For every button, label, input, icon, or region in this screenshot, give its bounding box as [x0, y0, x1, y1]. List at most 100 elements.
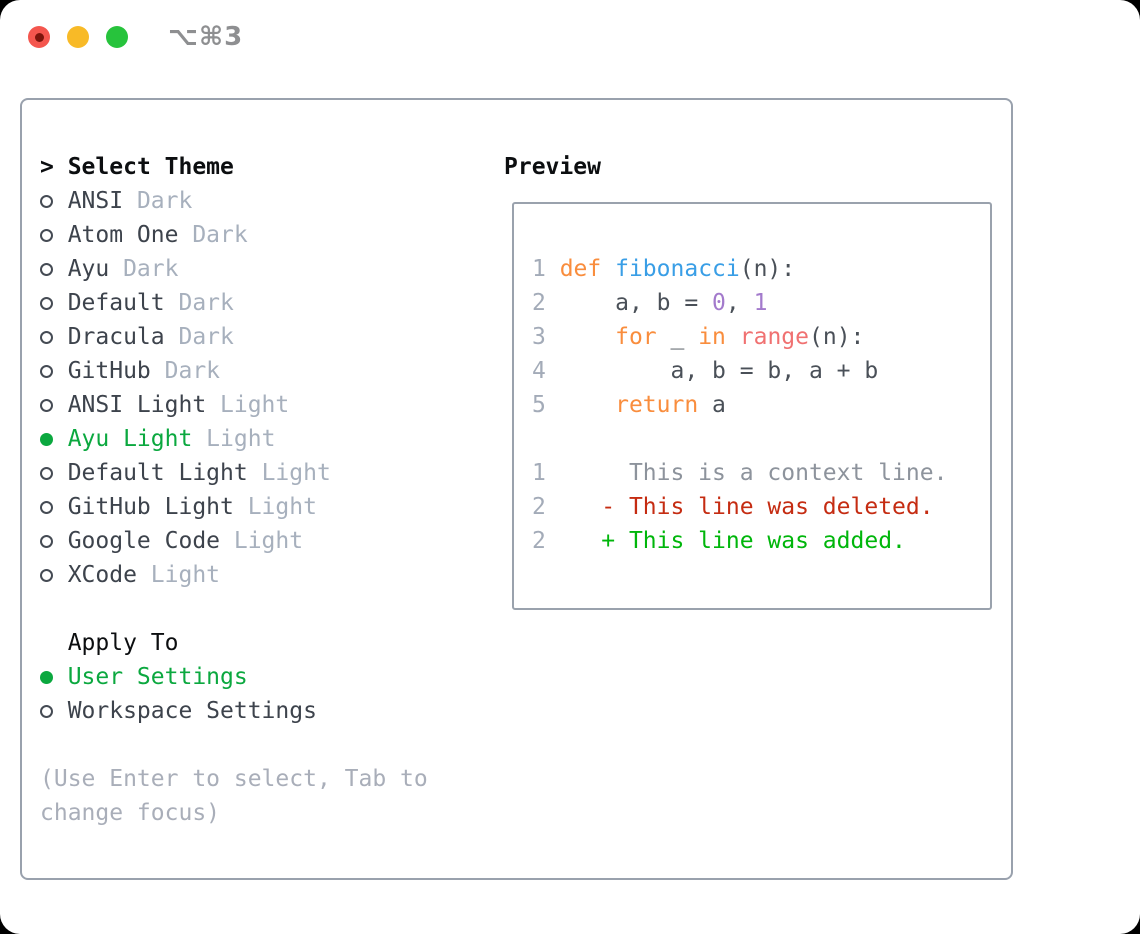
radio-icon [40, 490, 54, 524]
code-segment: 1 [753, 290, 768, 316]
hint-line: (Use Enter to select, Tab to [40, 766, 428, 792]
radio-selected-icon [40, 660, 54, 694]
code-segment: (n): [809, 324, 865, 350]
theme-variant-tag: Light [220, 528, 304, 554]
theme-name: GitHub Light [53, 494, 234, 520]
code-segment: a [698, 392, 726, 418]
theme-name: Google Code [53, 528, 221, 554]
code-line-2: 2 a, b = 0, 1 [532, 286, 990, 320]
radio-selected-icon [40, 422, 54, 456]
theme-name: Ayu Light [53, 426, 193, 452]
close-dot-icon [34, 32, 44, 42]
code-segment: 1 [532, 256, 560, 282]
code-line-5: 5 return a [532, 388, 990, 422]
code-segment: 4 [532, 358, 560, 384]
theme-name: GitHub [53, 358, 151, 384]
hint-text: change focus) [40, 796, 428, 830]
code-segment: def [559, 256, 602, 282]
code-segment: 1 [532, 460, 560, 486]
apply-option-label: Workspace Settings [53, 698, 317, 724]
theme-variant-tag: Dark [164, 290, 234, 316]
apply-to-title: Apply To [40, 630, 179, 656]
diff-removed-line: 2 - This line was deleted. [532, 490, 990, 524]
preview-header: Preview [504, 154, 601, 180]
code-segment [560, 490, 602, 524]
radio-icon [40, 286, 54, 320]
code-segment: 0 [712, 290, 726, 316]
theme-variant-tag: Light [233, 494, 317, 520]
window-title: ⌥⌘3 [168, 22, 244, 52]
theme-variant-tag: Light [136, 562, 221, 588]
theme-variant-tag: Light [206, 392, 290, 418]
apply-option-workspace-settings[interactable]: Workspace Settings [40, 694, 428, 728]
theme-option-atom-one[interactable]: Atom One Dark [40, 218, 428, 252]
apply-option-user-settings[interactable]: User Settings [40, 660, 428, 694]
code-line-1: 1 def fibonacci(n): [532, 252, 990, 286]
code-segment: _ [656, 324, 699, 350]
diff-added-line: 2 + This line was added. [532, 524, 990, 558]
theme-name: XCode [53, 562, 137, 588]
apply-to-header: Apply To [40, 626, 428, 660]
theme-name: ANSI Light [53, 392, 207, 418]
theme-option-github[interactable]: GitHub Dark [40, 354, 428, 388]
code-segment: return [615, 392, 699, 418]
theme-variant-tag: Dark [150, 358, 221, 384]
code-segment: - This line was deleted. [601, 494, 934, 520]
theme-option-default-light[interactable]: Default Light Light [40, 456, 428, 490]
hint-text: (Use Enter to select, Tab to [40, 762, 428, 796]
code-segment: , [725, 290, 754, 316]
code-segment [560, 388, 615, 422]
code-segment: a, b = [559, 290, 713, 316]
spacer [40, 728, 428, 762]
radio-icon [40, 184, 54, 218]
code-line-3: 3 for _ in range(n): [532, 320, 990, 354]
theme-variant-tag: Dark [178, 222, 248, 248]
theme-variant-tag: Light [192, 426, 276, 452]
theme-name: Ayu [53, 256, 110, 282]
theme-variant-tag: Dark [123, 188, 193, 214]
code-segment: in [698, 324, 726, 350]
code-segment: range [739, 324, 809, 350]
code-segment [560, 320, 615, 354]
code-segment: This is a context line. [559, 460, 948, 486]
theme-list: > Select Theme ANSI Dark Atom One Dark A… [40, 150, 428, 830]
select-theme-title: Select Theme [67, 154, 234, 180]
code-segment: 2 [532, 528, 560, 554]
code-segment [560, 524, 602, 558]
code-segment: (n): [739, 256, 796, 282]
select-theme-header: > Select Theme [40, 150, 428, 184]
diff-context-line: 1 This is a context line. [532, 456, 990, 490]
radio-icon [40, 320, 54, 354]
code-segment: 2 [532, 494, 560, 520]
theme-name: ANSI [53, 188, 124, 214]
theme-variant-tag: Light [247, 460, 331, 486]
theme-option-ansi-light[interactable]: ANSI Light Light [40, 388, 428, 422]
theme-option-ayu-light[interactable]: Ayu Light Light [40, 422, 428, 456]
theme-option-xcode[interactable]: XCode Light [40, 558, 428, 592]
theme-name: Atom One [53, 222, 179, 248]
zoom-button[interactable] [106, 26, 128, 48]
code-segment: 3 [532, 324, 560, 350]
theme-option-default[interactable]: Default Dark [40, 286, 428, 320]
theme-name: Default Light [53, 460, 248, 486]
theme-name: Default [53, 290, 165, 316]
theme-option-ayu[interactable]: Ayu Dark [40, 252, 428, 286]
code-segment: fibonacci [615, 256, 740, 282]
theme-option-dracula[interactable]: Dracula Dark [40, 320, 428, 354]
blank-line [532, 422, 990, 456]
spacer [40, 592, 428, 626]
code-segment [601, 252, 615, 286]
theme-variant-tag: Dark [164, 324, 234, 350]
radio-icon [40, 252, 54, 286]
radio-icon [40, 524, 54, 558]
minimize-button[interactable] [67, 26, 89, 48]
theme-option-google-code[interactable]: Google Code Light [40, 524, 428, 558]
theme-option-ansi[interactable]: ANSI Dark [40, 184, 428, 218]
close-button[interactable] [28, 26, 50, 48]
radio-icon [40, 218, 54, 252]
theme-option-github-light[interactable]: GitHub Light Light [40, 490, 428, 524]
code-line-4: 4 a, b = b, a + b [532, 354, 990, 388]
